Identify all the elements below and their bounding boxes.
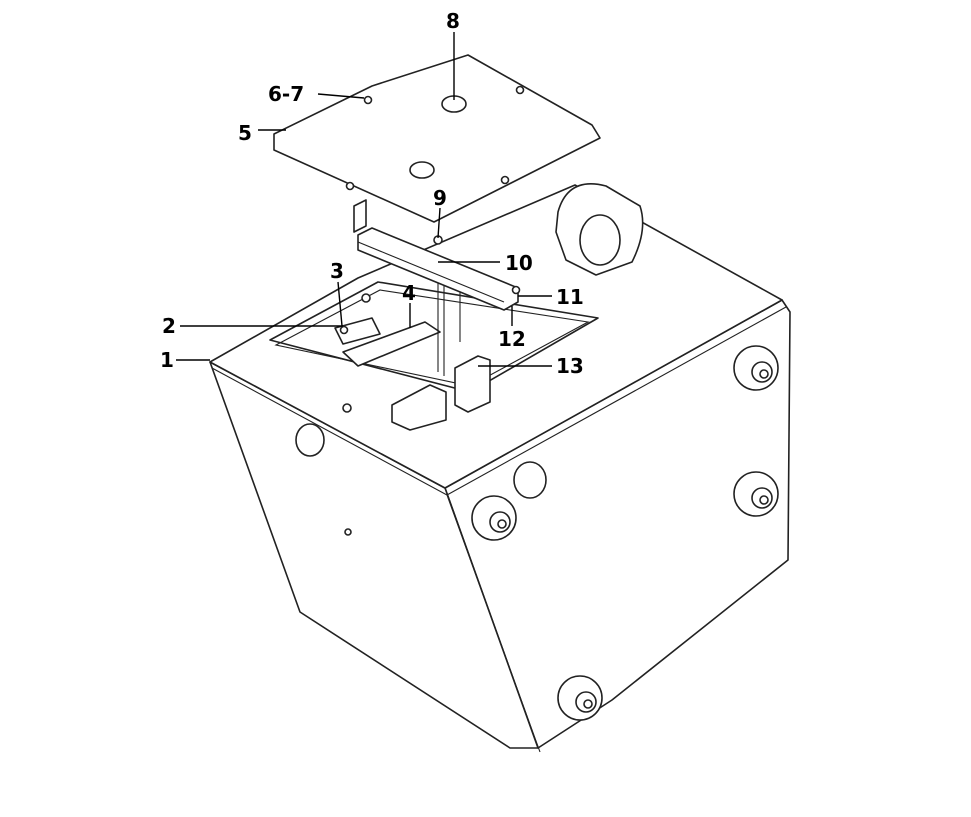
leader-lines	[176, 32, 552, 367]
cover-screw-3	[345, 181, 355, 191]
screw-part-3	[339, 325, 349, 335]
callout-2: 2	[162, 314, 176, 338]
callout-3: 3	[330, 259, 344, 283]
cover-screw-2	[515, 85, 525, 95]
lower-block-2	[454, 355, 491, 413]
lower-block	[391, 384, 447, 431]
t-frame-bar	[357, 227, 519, 311]
t-frame-vertical	[353, 199, 367, 233]
t-frame-edge	[357, 241, 505, 303]
top-opening-inner	[274, 289, 590, 387]
right-face-bolts	[471, 345, 779, 721]
left-face-dot	[344, 528, 352, 536]
cover-screw-4	[500, 175, 510, 185]
cover-screw	[363, 95, 373, 105]
housing-edge-line-2	[446, 306, 787, 496]
screw-small	[361, 293, 371, 303]
callout-9: 9	[433, 186, 447, 210]
callout-8: 8	[446, 9, 460, 33]
callout-12: 12	[498, 327, 526, 351]
callout-5: 5	[238, 121, 252, 145]
screw-part-11	[511, 285, 521, 295]
cover-port	[409, 161, 435, 179]
callout-11: 11	[556, 285, 584, 309]
callout-1: 1	[160, 348, 174, 372]
top-opening	[269, 281, 599, 393]
lifting-eye-hole	[579, 214, 621, 266]
left-face-port	[295, 423, 325, 457]
left-face-screw	[342, 403, 352, 413]
callout-10: 10	[505, 251, 533, 275]
callout-13: 13	[556, 354, 584, 378]
bracket-part-4	[342, 321, 441, 367]
bracket-part-2	[334, 317, 381, 345]
callout-4: 4	[402, 281, 416, 305]
right-face-hole	[513, 461, 547, 499]
callout-6-7: 6-7	[268, 82, 304, 106]
